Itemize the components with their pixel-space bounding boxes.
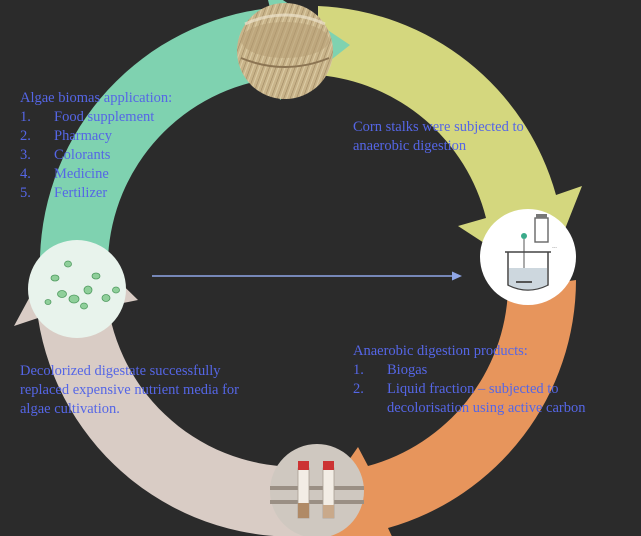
list-item: 5.Fertilizer xyxy=(20,184,172,203)
svg-text:---: --- xyxy=(552,246,557,251)
corn-line: Corn stalks were subjected to xyxy=(353,118,524,137)
algae-heading: Algae biomas application: xyxy=(20,89,172,108)
hay-bale-icon xyxy=(237,3,333,99)
digestate-line: Decolorized digestate successfully xyxy=(20,362,239,381)
digestate-line: replaced expensive nutrient media for xyxy=(20,381,239,400)
digestion-stage-text: Anaerobic digestion products: 1. Biogas … xyxy=(353,342,586,418)
bioreactor-icon: --- xyxy=(480,209,576,305)
list-item: 1.Food supplement xyxy=(20,108,172,127)
algae-stage-text: Algae biomas application: 1.Food supplem… xyxy=(20,89,172,203)
sample-tubes-icon xyxy=(270,444,364,536)
digestion-heading: Anaerobic digestion products: xyxy=(353,342,586,361)
list-item: 2. Liquid fraction – subjected to xyxy=(353,380,586,399)
digestate-line: algae cultivation. xyxy=(20,400,239,419)
list-item: 1. Biogas xyxy=(353,361,586,380)
corn-stage-text: Corn stalks were subjected to anaerobic … xyxy=(353,118,524,156)
list-item: 4.Medicine xyxy=(20,165,172,184)
list-item: 3.Colorants xyxy=(20,146,172,165)
list-item: 2.Pharmacy xyxy=(20,127,172,146)
list-item-continuation: decolorisation using active carbon xyxy=(353,399,586,418)
digestate-stage-text: Decolorized digestate successfully repla… xyxy=(20,362,239,419)
corn-line: anaerobic digestion xyxy=(353,137,524,156)
algae-microscopy-icon xyxy=(28,240,126,338)
digestion-products-list: 1. Biogas 2. Liquid fraction – subjected… xyxy=(353,361,586,418)
algae-applications-list: 1.Food supplement 2.Pharmacy 3.Colorants… xyxy=(20,108,172,203)
